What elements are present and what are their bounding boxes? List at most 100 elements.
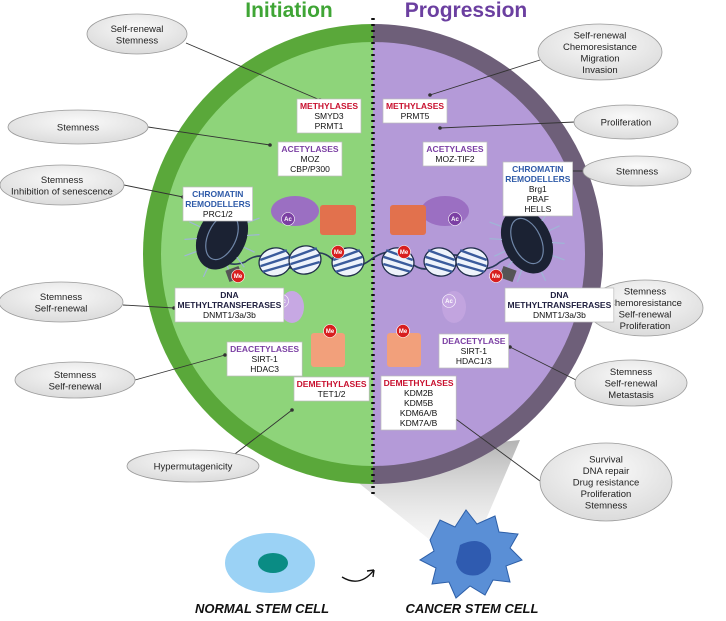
label-item: DNMT1/3a/3b <box>533 310 586 320</box>
acetyl-mark-1: Ac <box>448 212 462 226</box>
oval-line: Migration <box>580 53 619 64</box>
label-heading: METHYLASES <box>300 101 358 111</box>
title-initiation: Initiation <box>245 0 333 22</box>
methyl-mark-4: Me <box>331 245 345 259</box>
leader-line-7 <box>429 59 541 96</box>
acetyl-mark-3: Ac <box>442 294 456 308</box>
demethylase-enzyme-left <box>311 333 345 367</box>
acetyl-mark-0: Ac <box>281 212 295 226</box>
methyl-mark-5: Me <box>397 245 411 259</box>
svg-text:Me: Me <box>492 274 501 280</box>
label-heading: DNA <box>220 290 238 300</box>
phenotype-ovals: Self-renewalStemnessStemnessStemnessInhi… <box>0 13 704 522</box>
label-heading: METHYLASES <box>386 101 444 111</box>
label-item: KDM7A/B <box>400 418 438 428</box>
nucleosomes <box>258 245 489 277</box>
oval-line: Stemness <box>40 292 82 303</box>
leader-dot-5 <box>223 353 227 357</box>
label-heading: DEMETHYLASES <box>384 378 454 388</box>
methyl-mark-8: Me <box>231 269 245 283</box>
remodeller-complex-right <box>489 199 565 283</box>
right-phenotype-oval-3: Stemness <box>582 155 692 187</box>
oval-line: Stemness <box>54 370 96 381</box>
methyl-mark-6: Me <box>323 324 337 338</box>
label-heading: DNA <box>550 290 568 300</box>
normal-stem-cell <box>225 533 315 593</box>
label-heading: ACETYLASES <box>281 144 338 154</box>
svg-text:Ac: Ac <box>451 217 459 223</box>
cancer-stem-cell <box>418 509 523 599</box>
label-item: HELLS <box>524 204 551 214</box>
oval-line: Survival <box>589 455 623 466</box>
oval-line: DNA repair <box>583 466 629 477</box>
leader-line-2 <box>147 126 271 146</box>
leader-dot-8 <box>438 126 442 130</box>
svg-text:Me: Me <box>334 250 343 256</box>
title-progression: Progression <box>405 0 528 22</box>
label-heading: CHROMATIN <box>192 189 243 199</box>
label-heading: DEACETYLASE <box>442 336 506 346</box>
left-phenotype-oval-2: Stemness <box>7 109 149 145</box>
oval-line: Stemness <box>585 501 627 512</box>
oval-line: Invasion <box>582 65 617 76</box>
oval-line: Self-renewal <box>574 30 627 41</box>
oval-line: Self-renewal <box>111 24 164 35</box>
label-item: SIRT-1 <box>251 354 278 364</box>
left-phenotype-oval-6: Hypermutagenicity <box>126 449 260 483</box>
label-item: Brg1 <box>529 184 547 194</box>
label-item: SMYD3 <box>314 111 344 121</box>
oval-line: Stemness <box>57 123 99 134</box>
enzyme-labels: METHYLASESSMYD3PRMT1ACETYLASESMOZCBP/P30… <box>174 98 615 431</box>
label-item: HDAC3 <box>250 364 279 374</box>
label-item: DNMT1/3a/3b <box>203 310 256 320</box>
methyl-mark-9: Me <box>489 269 503 283</box>
oval-line: Stemness <box>610 367 652 378</box>
oval-line: Stemness <box>116 35 158 46</box>
label-item: MOZ <box>301 154 320 164</box>
label-heading: REMODELLERS <box>185 199 251 209</box>
label-item: KDM2B <box>404 388 434 398</box>
histone-marks: AcAcAcAcMeMeMeMeMeMe <box>231 212 503 338</box>
oval-line: Stemness <box>624 286 666 297</box>
label-item: MOZ-TIF2 <box>435 154 474 164</box>
demethylase-enzyme-right <box>387 333 421 367</box>
label-heading: ACETYLASES <box>426 144 483 154</box>
caption-normal-stem-cell: NORMAL STEM CELL <box>195 601 329 616</box>
oval-line: Proliferation <box>581 489 632 500</box>
label-item: PBAF <box>527 194 549 204</box>
leader-line-11 <box>509 346 577 381</box>
oval-line: Chemoresistance <box>608 298 682 309</box>
leader-line-5 <box>134 354 226 381</box>
oval-line: Self-renewal <box>49 381 102 392</box>
oval-line: Metastasis <box>608 390 654 401</box>
leader-line-3 <box>123 184 184 198</box>
dnmt-enzyme-right <box>499 265 517 283</box>
label-item: HDAC1/3 <box>456 356 492 366</box>
svg-text:Me: Me <box>400 250 409 256</box>
oval-line: Self-renewal <box>619 309 672 320</box>
oval-line: Proliferation <box>601 118 652 129</box>
leader-dot-6 <box>290 408 294 412</box>
svg-text:Me: Me <box>234 274 243 280</box>
oval-line: Chemoresistance <box>563 42 637 53</box>
label-heading: METHYLTRANSFERASES <box>178 300 282 310</box>
oval-line: Drug resistance <box>573 478 640 489</box>
oval-line: Hypermutagenicity <box>154 462 233 473</box>
transition-arrow-head <box>366 569 375 578</box>
right-phenotype-oval-4: StemnessChemoresistanceSelf-renewalProli… <box>586 279 704 337</box>
svg-text:Ac: Ac <box>284 217 292 223</box>
oval-line: Proliferation <box>620 321 671 332</box>
